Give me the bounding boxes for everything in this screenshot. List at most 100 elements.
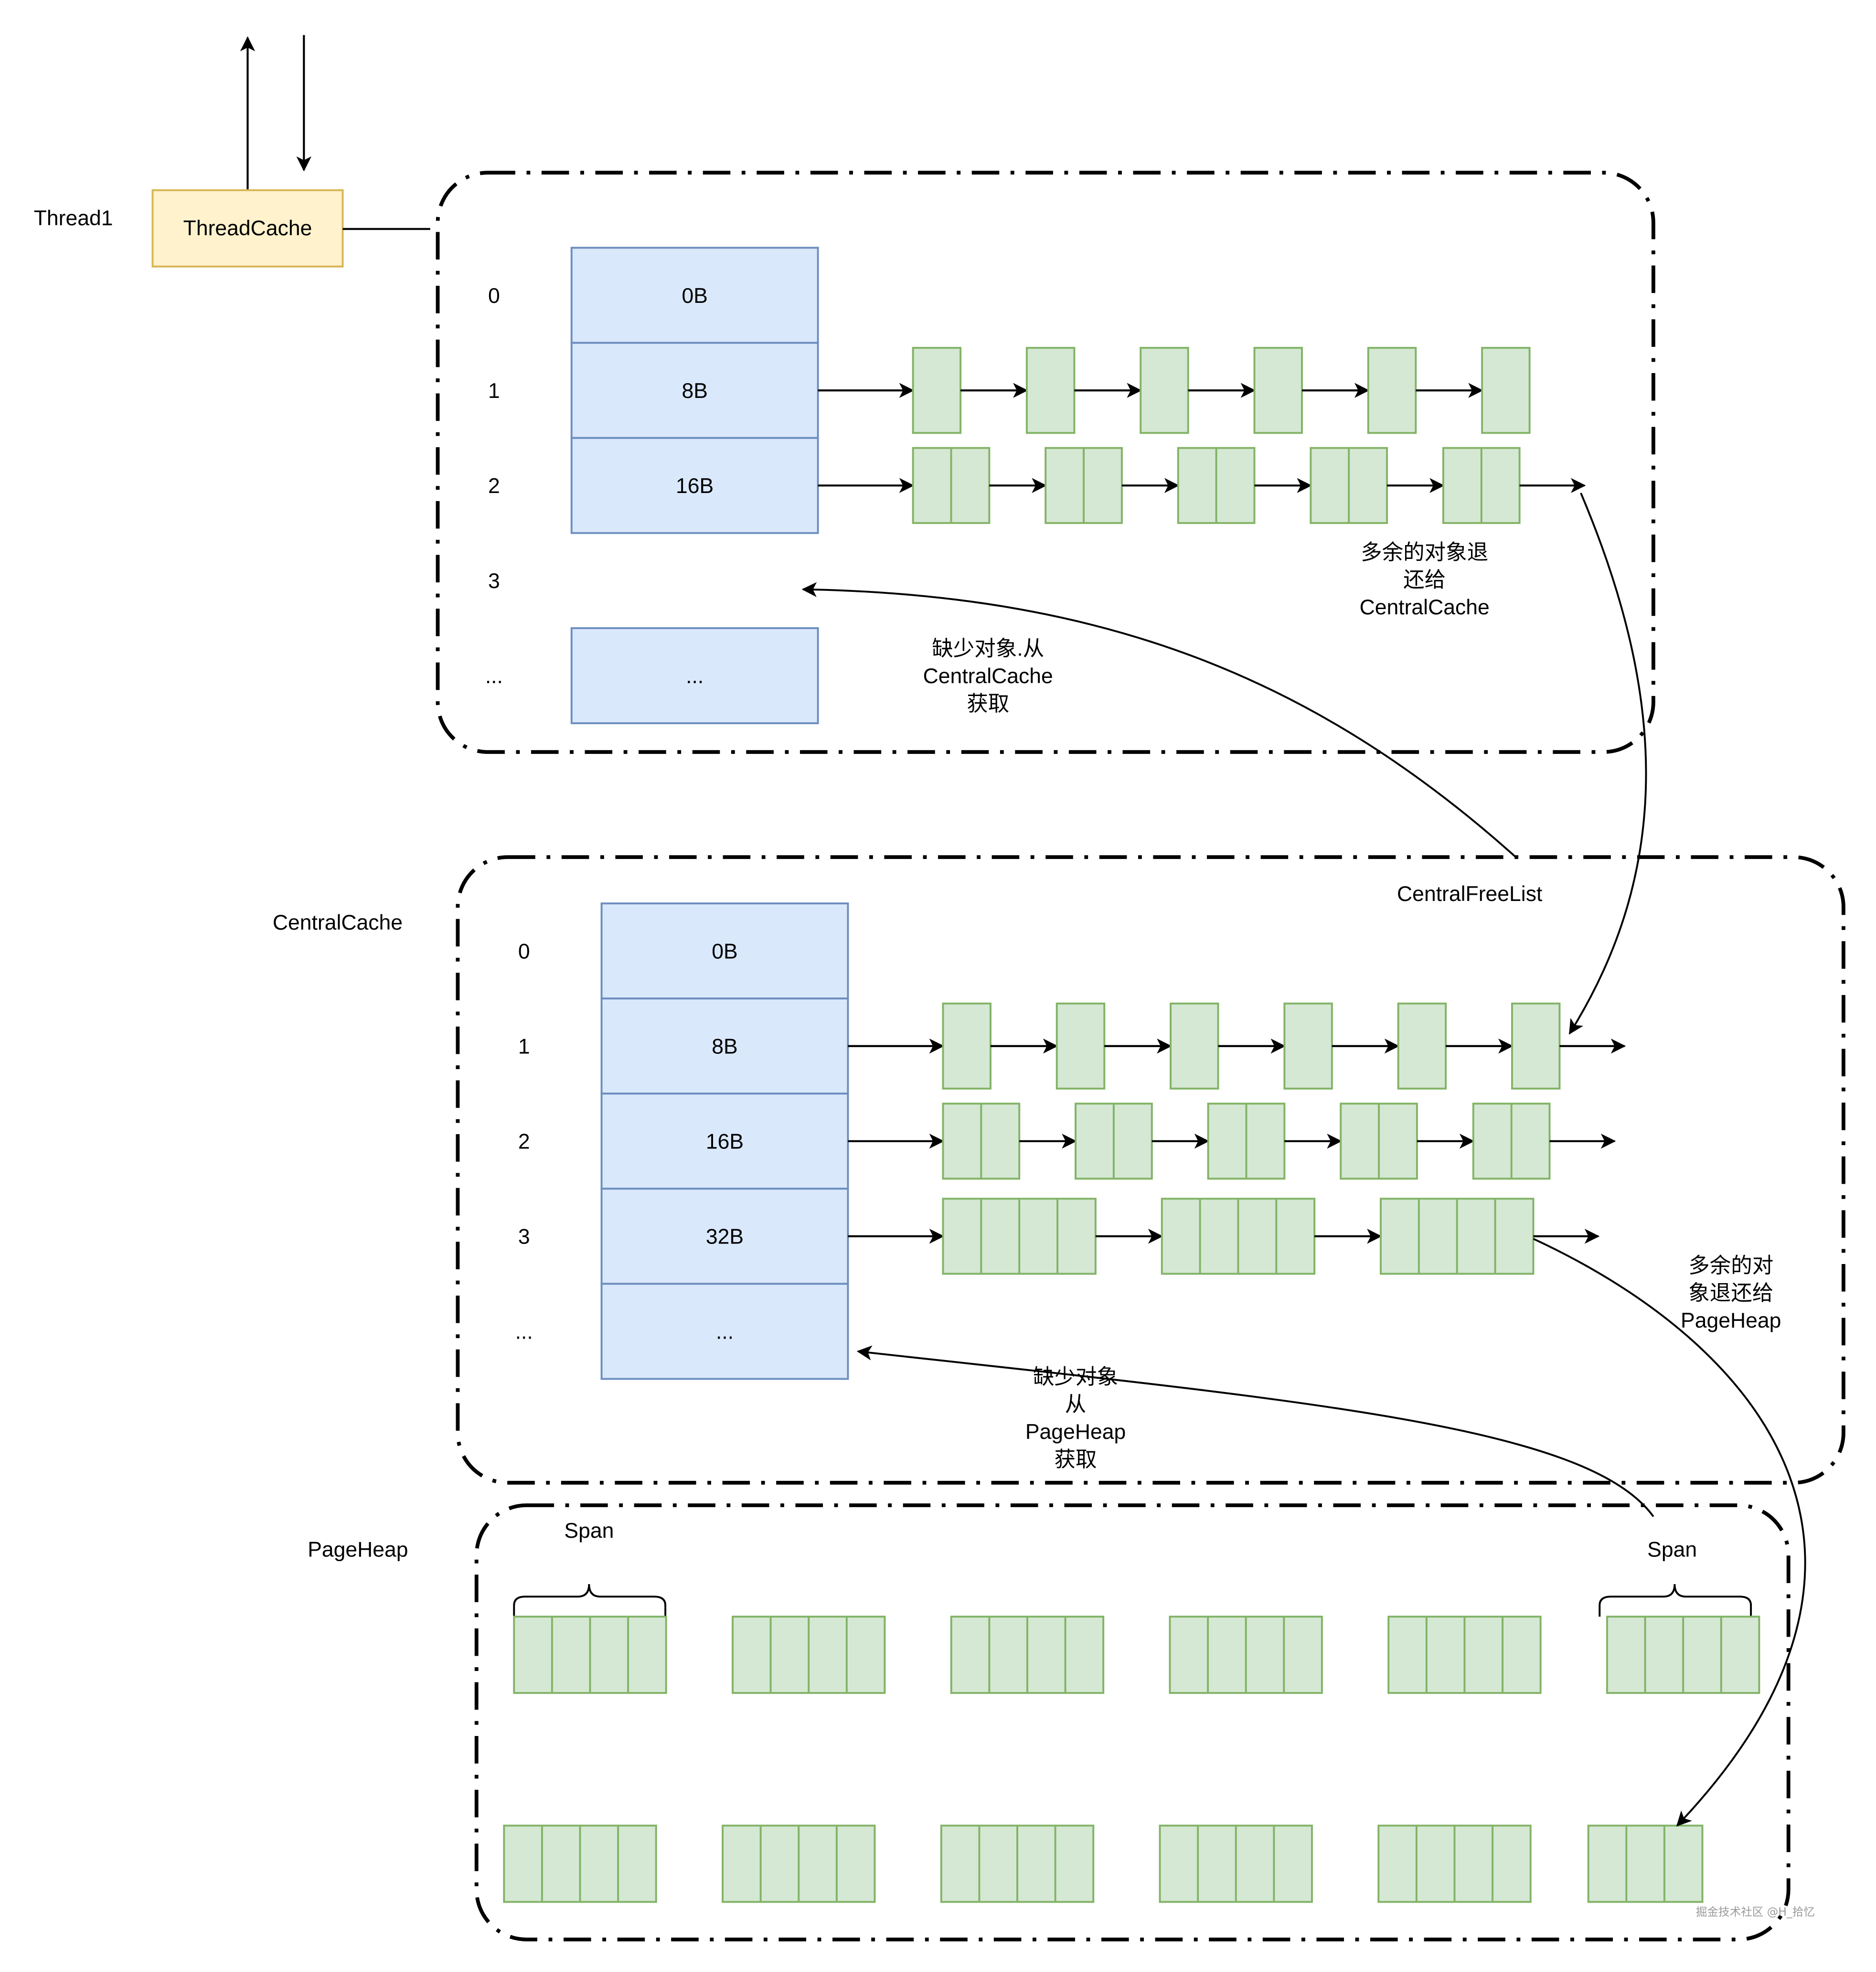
label-line: 象退还给 xyxy=(1688,1281,1773,1305)
span-brace-right xyxy=(1599,1584,1752,1617)
block-body xyxy=(942,1002,991,1090)
block-body xyxy=(912,347,962,434)
object-block xyxy=(1387,1616,1542,1694)
object-block xyxy=(503,1824,657,1903)
size-class-cell xyxy=(600,1188,849,1285)
block-body xyxy=(1397,1002,1447,1090)
object-block xyxy=(1207,1103,1286,1180)
label-line: 缺少对象 xyxy=(1033,1365,1118,1389)
block-body xyxy=(1253,347,1303,434)
object-block xyxy=(912,347,962,434)
label-line: 获取 xyxy=(1055,1448,1097,1471)
object-block xyxy=(1397,1002,1447,1090)
block-body xyxy=(1170,1002,1219,1090)
label-line: 多余的对 xyxy=(1688,1254,1773,1277)
object-block xyxy=(732,1616,886,1694)
size-class-cell xyxy=(570,342,819,439)
object-block xyxy=(1310,447,1388,524)
label-line: 还给 xyxy=(1403,568,1446,591)
object-block xyxy=(950,1616,1105,1694)
page-heap-spans xyxy=(503,1616,1760,1903)
object-block xyxy=(1055,1002,1106,1090)
object-block xyxy=(1140,347,1189,434)
object-block xyxy=(1169,1616,1323,1694)
size-class-cell xyxy=(570,627,819,724)
object-block xyxy=(1159,1824,1313,1903)
size-class-size: 8B xyxy=(682,379,707,403)
object-block xyxy=(1075,1103,1153,1180)
central-free-list-label: CentralFreeList xyxy=(1397,882,1543,906)
label-line: 从 xyxy=(1065,1393,1087,1416)
thread-section: Thread1 ThreadCache xyxy=(34,35,430,268)
object-block xyxy=(1283,1002,1333,1090)
fetch-from-page-heap-arrow xyxy=(856,1345,1654,1517)
size-class-index: 3 xyxy=(488,569,500,593)
size-class-cell xyxy=(570,246,819,344)
size-class-index: 1 xyxy=(488,379,500,403)
size-class-index: 3 xyxy=(518,1225,530,1249)
size-class-index: 1 xyxy=(518,1035,530,1058)
central-cache-region xyxy=(456,855,1845,1485)
thread-label: Thread1 xyxy=(34,206,113,230)
size-class-cell xyxy=(600,997,849,1095)
object-block xyxy=(1472,1103,1551,1180)
thread-cache-region xyxy=(436,171,1655,754)
label-line: 多余的对象退 xyxy=(1361,541,1488,564)
object-block xyxy=(1511,1002,1561,1090)
block-body xyxy=(1140,347,1189,434)
size-class-index: 0 xyxy=(518,940,530,963)
page-heap-region xyxy=(474,1503,1791,1941)
size-class-size: 16B xyxy=(676,474,714,498)
object-block xyxy=(513,1616,667,1694)
fetch-from-central-cache-arrow xyxy=(801,582,1517,858)
return-to-page-heap-label: 多余的对象退还给 PageHeap xyxy=(1681,1254,1781,1332)
size-class-size: 0B xyxy=(682,284,707,308)
label-line: PageHeap xyxy=(1681,1309,1781,1332)
size-class-size: 0B xyxy=(712,940,737,963)
block-body xyxy=(1367,347,1417,434)
object-block xyxy=(1170,1002,1219,1090)
size-class-size: ... xyxy=(716,1320,734,1344)
span-label-right: Span xyxy=(1647,1538,1697,1561)
thread-cache-box[interactable] xyxy=(151,189,344,268)
label-line: 缺少对象.从 xyxy=(932,637,1044,661)
object-block xyxy=(1442,447,1521,524)
block-body xyxy=(1025,347,1076,434)
object-block xyxy=(1481,347,1531,434)
block-body xyxy=(1055,1002,1106,1090)
size-class-index: ... xyxy=(485,664,503,688)
block-body xyxy=(1511,1002,1561,1090)
object-block xyxy=(942,1198,1097,1275)
central-cache-section: CentralCache CentralFreeList xyxy=(273,882,1543,934)
size-class-index: 2 xyxy=(518,1130,530,1154)
size-class-size: 32B xyxy=(706,1225,744,1249)
central-cache-label: CentralCache xyxy=(273,911,403,934)
object-block xyxy=(940,1824,1095,1903)
object-block xyxy=(1253,347,1303,434)
span-label-left: Span xyxy=(564,1519,614,1543)
label-line: PageHeap xyxy=(1025,1420,1126,1444)
object-block xyxy=(1587,1824,1704,1903)
thread-cache-box-label: ThreadCache xyxy=(183,216,312,240)
object-block xyxy=(1340,1103,1418,1180)
size-class-cell xyxy=(570,437,819,534)
object-block xyxy=(722,1824,876,1903)
return-to-central-cache-arrow xyxy=(1568,493,1647,1035)
object-block xyxy=(1367,347,1417,434)
label-line: CentralCache xyxy=(923,664,1053,688)
object-block xyxy=(1606,1616,1760,1694)
span-brace-left xyxy=(513,1584,667,1617)
page-heap-section: PageHeap Span Span xyxy=(308,1519,1752,1617)
block-body xyxy=(1481,347,1531,434)
return-to-central-cache-label: 多余的对象退还给 CentralCache xyxy=(1360,541,1490,619)
page-heap-label: PageHeap xyxy=(308,1538,408,1561)
size-class-index: 2 xyxy=(488,474,500,498)
object-block xyxy=(1045,447,1123,524)
object-block xyxy=(912,447,991,524)
label-line: CentralCache xyxy=(1360,596,1490,619)
size-class-cell xyxy=(600,1093,849,1190)
